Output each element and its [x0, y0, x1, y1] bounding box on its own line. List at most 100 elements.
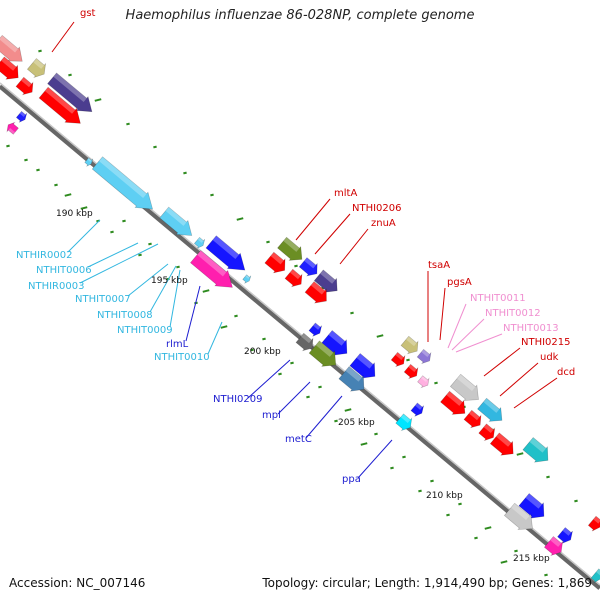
tick-mark — [110, 230, 114, 234]
gene-arrow-shine — [301, 333, 312, 344]
tick-mark — [234, 314, 238, 318]
gene-arrow-shape — [587, 515, 600, 532]
gene-arrow-shape — [277, 236, 303, 261]
gene-arrow-shape — [15, 76, 34, 96]
tick-mark — [126, 122, 130, 126]
gene-feature-arrow — [503, 502, 533, 530]
gene-arrow-shine — [270, 252, 284, 265]
gene-label: metC — [285, 434, 312, 445]
gene-feature-arrow — [15, 76, 34, 96]
gene-label: NTHIT0007 — [75, 294, 131, 305]
tick-mark — [250, 348, 254, 352]
label-leader — [247, 359, 291, 399]
gene-labels: gstNTHIR0002NTHIT0006NTHIR0003NTHIT0007N… — [16, 8, 575, 485]
gene-label: NTHI0209 — [213, 394, 263, 405]
gene-arrow-shape — [193, 236, 206, 249]
gene-arrow-shape — [400, 335, 419, 355]
gene-arrow-shine — [550, 536, 562, 547]
scale-label: 210 kbp — [426, 491, 463, 501]
gene-arrow-shine — [315, 340, 334, 357]
tick-mark — [318, 385, 322, 389]
tick-mark — [350, 311, 354, 315]
gene-feature-arrow — [463, 409, 482, 429]
gene-arrow-shine — [469, 410, 480, 421]
label-leader — [439, 287, 446, 341]
tick-mark — [262, 337, 266, 341]
gene-feature-arrow — [26, 58, 47, 79]
gene-arrow-shine — [0, 35, 19, 53]
tick-mark — [546, 475, 550, 479]
gene-arrow-shape — [242, 274, 252, 284]
gene-arrow-shape — [543, 536, 564, 557]
gene-feature-arrow — [313, 269, 338, 293]
gene-arrow-shape — [159, 206, 193, 236]
gene-arrow-shine — [21, 77, 32, 88]
gene-arrow-shape — [477, 397, 503, 422]
accession-text: Accession: NC_007146 — [9, 576, 146, 590]
gene-feature-arrow — [0, 34, 23, 62]
scale-label: 205 kbp — [338, 418, 375, 428]
tick-mark — [64, 193, 72, 197]
gene-arrow-shine — [525, 493, 543, 509]
tick-mark — [153, 145, 157, 149]
gene-arrow-shape — [557, 527, 573, 544]
gene-arrow-shape — [284, 268, 303, 288]
tick-mark — [402, 455, 406, 459]
gene-arrow-shine — [593, 516, 600, 524]
tick-mark — [94, 98, 102, 102]
gene-feature-arrow — [489, 432, 514, 456]
tick-mark — [418, 489, 422, 493]
gene-feature-arrow — [295, 332, 314, 352]
label-leader — [127, 263, 169, 297]
gene-feature-arrow — [400, 335, 419, 355]
gene-feature-arrow — [403, 363, 419, 380]
tick-mark — [474, 536, 478, 540]
gene-arrow-shape — [26, 58, 47, 79]
gene-feature-arrow — [587, 515, 600, 532]
gene-feature-arrow — [277, 236, 303, 261]
label-leader — [207, 321, 223, 355]
gene-arrow-shape — [6, 121, 19, 135]
gene-arrow-shape — [295, 332, 314, 352]
tick-mark — [458, 502, 462, 506]
tick-mark — [122, 219, 126, 223]
tick-mark — [306, 395, 310, 399]
gene-arrow-shape — [15, 110, 28, 123]
label-leader — [295, 198, 331, 241]
gene-arrow-shine — [33, 58, 45, 69]
gene-arrow-shine — [328, 330, 346, 346]
gene-arrow-shape — [298, 257, 318, 277]
tick-mark — [210, 193, 214, 197]
gene-label: NTHIT0012 — [485, 308, 541, 319]
gene-label: tsaA — [428, 260, 450, 271]
label-leader — [314, 213, 351, 255]
gene-arrow-shape — [449, 373, 479, 401]
gene-arrow-shine — [421, 349, 430, 358]
gene-label: pgsA — [447, 277, 472, 288]
label-leader — [513, 377, 558, 409]
gene-label: NTHI0206 — [352, 203, 402, 214]
gene-arrow-shape — [0, 56, 19, 80]
gene-arrow-shine — [345, 366, 363, 382]
tick-mark — [80, 206, 88, 210]
gene-label: rlmL — [166, 339, 189, 350]
gene-label: ppa — [342, 474, 361, 485]
gene-label: NTHIR0002 — [16, 250, 72, 261]
tick-mark — [266, 240, 270, 244]
tick-mark — [434, 381, 438, 385]
gene-arrow-shape — [47, 72, 93, 113]
gene-arrow-shape — [321, 330, 348, 356]
gene-arrow-shine — [44, 87, 76, 114]
gene-arrow-shape — [38, 86, 81, 124]
scale-label: 215 kbp — [513, 554, 550, 564]
genome-title: Haemophilus influenzae 86-028NP, complet… — [125, 8, 475, 23]
gene-feature-arrow — [308, 340, 337, 367]
gene-arrow-shine — [53, 72, 87, 102]
gene-label: znuA — [371, 218, 396, 229]
gene-arrow-shine — [596, 568, 600, 576]
label-leader — [51, 21, 75, 53]
tick-mark — [406, 358, 410, 362]
gene-label: NTHIT0013 — [503, 323, 559, 334]
gene-feature-arrow — [47, 72, 93, 113]
gene-arrow-shine — [496, 432, 512, 447]
